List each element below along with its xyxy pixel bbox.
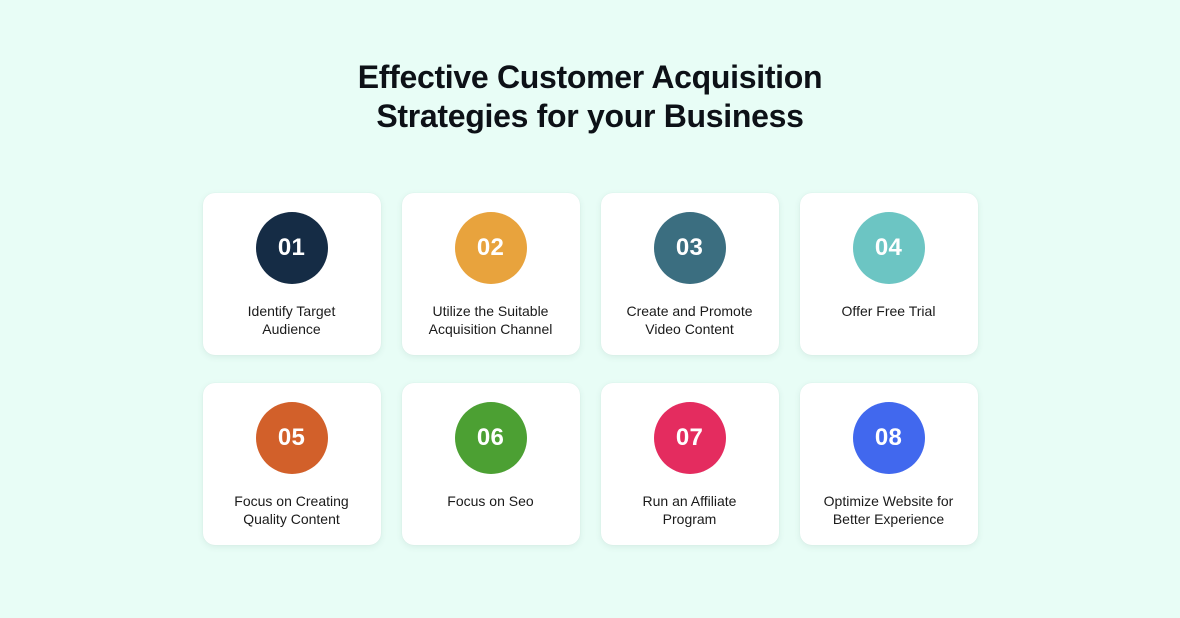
strategy-card-02[interactable]: 02 Utilize the Suitable Acquisition Chan… <box>401 193 580 355</box>
strategy-card-04[interactable]: 04 Offer Free Trial <box>799 193 978 355</box>
step-number-badge-06: 06 <box>454 402 527 474</box>
strategy-card-06[interactable]: 06 Focus on Seo <box>401 383 580 545</box>
strategy-label-03: Create and Promote Video Content <box>626 303 753 337</box>
strategy-label-04: Offer Free Trial <box>841 303 936 319</box>
strategy-card-01[interactable]: 01 Identify Target Audience <box>202 193 381 355</box>
step-number-06: 06 <box>476 424 505 451</box>
strategy-label-05: Focus on Creating Quality Content <box>234 493 349 527</box>
step-number-badge-02: 02 <box>454 212 527 284</box>
strategy-cards-grid: 01 Identify Target Audience 02 Utilize t… <box>202 193 978 545</box>
step-number-badge-05: 05 <box>255 402 328 474</box>
page-title: Effective Customer Acquisition Strategie… <box>357 59 823 134</box>
step-number-08: 08 <box>874 424 903 451</box>
strategy-label-06: Focus on Seo <box>447 493 534 509</box>
strategy-label-01: Identify Target Audience <box>247 303 336 337</box>
strategy-label-02: Utilize the Suitable Acquisition Channel <box>428 303 553 337</box>
step-number-04: 04 <box>874 234 903 261</box>
step-number-03: 03 <box>675 234 704 261</box>
strategy-card-03[interactable]: 03 Create and Promote Video Content <box>600 193 779 355</box>
step-number-07: 07 <box>675 424 704 451</box>
strategy-label-08: Optimize Website for Better Experience <box>823 493 954 527</box>
step-number-badge-01: 01 <box>255 212 328 284</box>
strategy-label-07: Run an Affiliate Program <box>642 493 737 527</box>
step-number-badge-08: 08 <box>852 402 925 474</box>
step-number-badge-03: 03 <box>653 212 726 284</box>
step-number-badge-07: 07 <box>653 402 726 474</box>
strategy-card-07[interactable]: 07 Run an Affiliate Program <box>600 383 779 545</box>
strategy-card-08[interactable]: 08 Optimize Website for Better Experienc… <box>799 383 978 545</box>
step-number-02: 02 <box>476 234 505 261</box>
step-number-01: 01 <box>277 234 306 261</box>
strategy-card-05[interactable]: 05 Focus on Creating Quality Content <box>202 383 381 545</box>
step-number-badge-04: 04 <box>852 212 925 284</box>
step-number-05: 05 <box>277 424 306 451</box>
